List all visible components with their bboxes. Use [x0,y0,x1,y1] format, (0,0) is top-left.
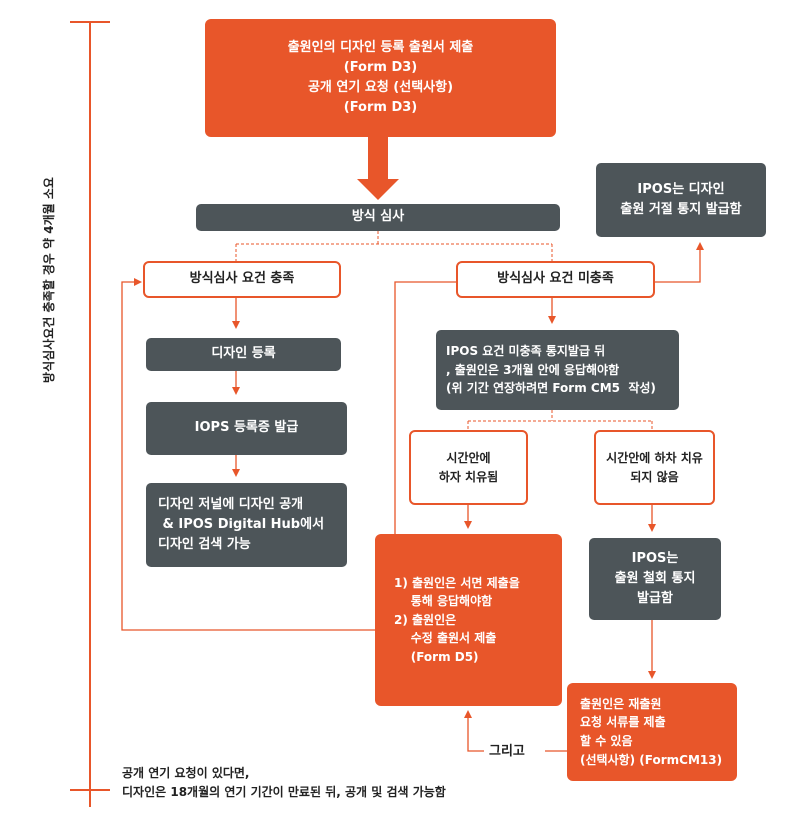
design-registration-box: 디자인 등록 [146,338,341,371]
notice-line: , 출원인은 3개월 안에 응답해야함 [446,362,620,377]
and-label: 그리고 [489,744,525,759]
action-line: (Form D5) [394,649,479,664]
requirements-not-met-box: 방식심사 요건 미충족 [456,261,655,298]
submit-line: 출원인의 디자인 등록 출원서 제출 [287,39,474,55]
not-cured-line: 되지 않음 [630,469,679,484]
ipos-refusal-box: IPOS는 디자인 출원 거절 통지 발급함 [596,163,766,237]
timeline-axis [70,21,110,807]
reinstate-line: 출원인은 재출원 [580,696,662,711]
publication-box: 디자인 저널에 디자인 공개 & IPOS Digital Hub에서 디자인 … [146,483,347,567]
refusal-line: 출원 거절 통지 발급함 [620,202,742,217]
formal-exam-label: 방식 심사 [351,209,405,225]
publish-line: 디자인 저널에 디자인 공개 [158,496,304,512]
publish-line: 디자인 검색 가능 [158,537,251,553]
design-reg-label: 디자인 등록 [211,346,276,362]
notice-line: IPOS 요건 미충족 통지발급 뒤 [446,344,606,359]
requirements-met-box: 방식심사 요건 충족 [143,261,341,298]
big-down-arrow [357,137,399,200]
not-cured-line: 시간안에 하차 치유 [606,450,703,465]
req-met-label: 방식심사 요건 충족 [189,271,295,287]
withdrawal-line: 발급함 [637,591,673,607]
refusal-line: IPOS는 디자인 [637,181,725,197]
timeline-label: 방식심사요건 충족할 경우 약 4개월 소요 [42,177,56,383]
withdrawal-line: 출원 철회 통지 [614,570,696,586]
req-not-met-label: 방식심사 요건 미충족 [497,271,614,287]
deficiency-not-cured-box: 시간안에 하차 치유 되지 않음 [594,430,715,505]
submit-line: (Form D3) [343,59,418,75]
footer-line: 공개 연기 요청이 있다면, [122,766,250,780]
publish-line: & IPOS Digital Hub에서 [158,516,325,532]
deficiency-notice-box: IPOS 요건 미충족 통지발급 뒤 , 출원인은 3개월 안에 응답해야함 (… [436,330,679,410]
footer-note: 공개 연기 요청이 있다면, 디자인은 18개월의 연기 기간이 만료된 뒤, … [122,764,446,801]
withdrawal-notice-box: IPOS는 출원 철회 통지 발급함 [589,538,721,620]
withdrawal-line: IPOS는 [631,550,679,566]
action-line: 통해 응답해야함 [394,594,493,609]
footer-line: 디자인은 18개월의 연기 기간이 만료된 뒤, 공개 및 검색 가능함 [122,784,446,799]
action-line: 1) 출원인은 서면 제출을 [394,575,520,590]
action-line: 2) 출원인은 [394,612,457,627]
cert-issue-label: IOPS 등록증 발급 [194,420,299,436]
deficiency-cured-box: 시간안에 하자 치유됨 [409,430,528,505]
reinstate-line: (선택사항) (FormCM13) [580,752,723,767]
formal-exam-box: 방식 심사 [196,204,560,231]
certificate-issue-box: IOPS 등록증 발급 [146,402,347,455]
cured-line: 시간안에 [446,450,491,465]
reinstate-line: 요청 서류를 제출 [580,715,666,730]
action-line: 수정 출원서 제출 [394,631,497,646]
notice-line: (위 기간 연장하려면 Form CM5 작성) [446,381,656,396]
submit-line: 공개 연기 요청 (선택사항) [307,80,454,95]
submit-line: (Form D3) [343,100,418,116]
submit-application-box: 출원인의 디자인 등록 출원서 제출 (Form D3) 공개 연기 요청 (선… [205,19,556,137]
applicant-response-box: 1) 출원인은 서면 제출을 통해 응답해야함 2) 출원인은 수정 출원서 제… [375,534,562,706]
reinstate-line: 할 수 있음 [580,734,633,748]
dashed-split [235,231,553,261]
reinstatement-box: 출원인은 재출원 요청 서류를 제출 할 수 있음 (선택사항) (FormCM… [567,683,737,781]
cured-line: 하자 치유됨 [438,469,499,484]
